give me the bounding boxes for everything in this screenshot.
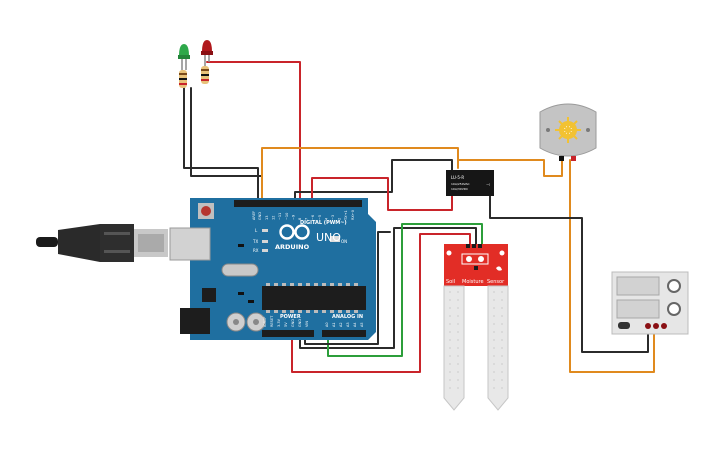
arduino-brand-label: ARDUINO xyxy=(275,243,310,251)
pin-label: A1 xyxy=(332,322,336,327)
wire-orange-top[interactable] xyxy=(261,147,459,205)
dc-motor-icon[interactable] xyxy=(539,103,597,161)
sensor-label-sensor: Sensor xyxy=(487,279,505,285)
led-green[interactable] xyxy=(178,44,190,70)
pin-label: RX←0 xyxy=(351,210,355,220)
sensor-label-soil: Soil xyxy=(446,279,455,285)
wire-black-relay[interactable] xyxy=(294,159,453,205)
pin-label: ~9 xyxy=(291,215,295,220)
pin-label: ~3 xyxy=(331,215,335,220)
pin-label: A3 xyxy=(346,322,350,327)
on-led-label: ON xyxy=(341,239,347,244)
relay-module[interactable]: LU-5-R 10A/250VAC 10A/30VDC ⊣ xyxy=(446,170,494,196)
wire-black-supply[interactable] xyxy=(489,195,649,353)
pin-label: 5V xyxy=(284,322,288,327)
arduino-model-label: UNO xyxy=(316,231,341,244)
pin-label: 8 xyxy=(298,218,302,220)
wire-black-sensor[interactable] xyxy=(299,227,477,349)
pin-label: ~6 xyxy=(311,215,315,220)
digital-header-label: DIGITAL (PWM~) xyxy=(300,220,347,226)
pin-label: TX→1 xyxy=(344,210,348,221)
pin-label: A4 xyxy=(353,322,357,327)
arduino-uno[interactable]: ARDUINO UNO DIGITAL (PWM~) ANALOG IN POW… xyxy=(169,198,376,340)
pin-label: A2 xyxy=(339,322,343,327)
pin-label: VIN xyxy=(305,321,309,327)
soil-moisture-sensor[interactable]: Soil Moisture Sensor xyxy=(443,244,509,411)
relay-rating-2: 10A/30VDC xyxy=(451,187,468,191)
wire-orange-motor[interactable] xyxy=(457,159,563,177)
pin-label: IOREF xyxy=(263,317,267,327)
wire-red-relay[interactable] xyxy=(311,177,453,211)
resistor-2[interactable] xyxy=(201,66,209,84)
relay-mark: ⊣ xyxy=(486,182,490,187)
power-supply-icon[interactable] xyxy=(611,271,689,335)
pin-label: ~10 xyxy=(285,213,289,220)
led-red[interactable] xyxy=(201,40,213,70)
pin-label: 2 xyxy=(338,218,342,220)
resistor-1[interactable] xyxy=(179,70,187,88)
pin-label: ~11 xyxy=(278,213,282,220)
wire-black-green-led[interactable] xyxy=(183,87,259,205)
wire-black-red-led[interactable] xyxy=(190,87,263,205)
pin-label: A5 xyxy=(360,322,364,327)
wire-orange-supply[interactable] xyxy=(569,159,655,373)
relay-model-label: LU-5-R xyxy=(451,175,464,180)
pin-label: GND xyxy=(298,319,302,327)
gnd-pin-label: GND xyxy=(258,212,262,220)
pin-label: A0 xyxy=(325,322,329,327)
pin-label: 3.3V xyxy=(277,318,281,327)
pin-label: 13 xyxy=(265,216,269,220)
pin-label: 7 xyxy=(305,218,309,220)
wire-green-sensor[interactable] xyxy=(327,223,483,357)
pin-label: ~5 xyxy=(318,215,322,220)
relay-rating-1: 10A/250VAC xyxy=(451,182,470,186)
wire-red-led-pin[interactable] xyxy=(206,61,301,205)
arduino-logo-icon xyxy=(279,224,310,240)
rx-led-label: RX xyxy=(253,248,259,253)
power-header-label: POWER xyxy=(280,314,301,320)
aref-pin-label: AREF xyxy=(252,211,256,220)
analog-header-label: ANALOG IN xyxy=(332,314,363,320)
tx-led-label: TX xyxy=(252,239,258,244)
l-led-label: L xyxy=(255,228,258,233)
wire-red-sensor[interactable] xyxy=(291,233,471,373)
pin-label: RESET xyxy=(270,315,274,327)
pin-label: 12 xyxy=(272,216,276,220)
wires xyxy=(183,61,655,373)
sensor-label-moisture: Moisture xyxy=(462,279,484,285)
pin-label: 4 xyxy=(324,217,328,220)
usb-cable-icon xyxy=(36,224,168,262)
pin-label: GND xyxy=(291,319,295,327)
